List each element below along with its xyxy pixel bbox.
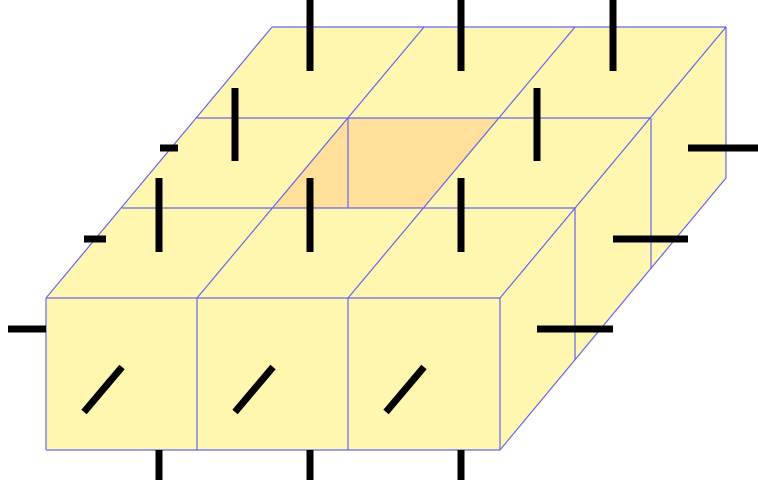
grid-line-d1 <box>196 26 425 299</box>
stub-markers <box>8 0 758 480</box>
grid-line-d0 <box>45 26 273 299</box>
grid-line-d3 <box>499 26 727 299</box>
bottom-edge-right <box>499 177 727 451</box>
center-hole-right <box>348 118 500 208</box>
diagonal-stub-col0 <box>81 364 125 415</box>
cell-edges <box>45 26 727 451</box>
diagonal-stub-col2 <box>383 364 427 415</box>
diagonal-stub-col1 <box>232 364 276 415</box>
grid-line-d2 <box>347 26 576 299</box>
